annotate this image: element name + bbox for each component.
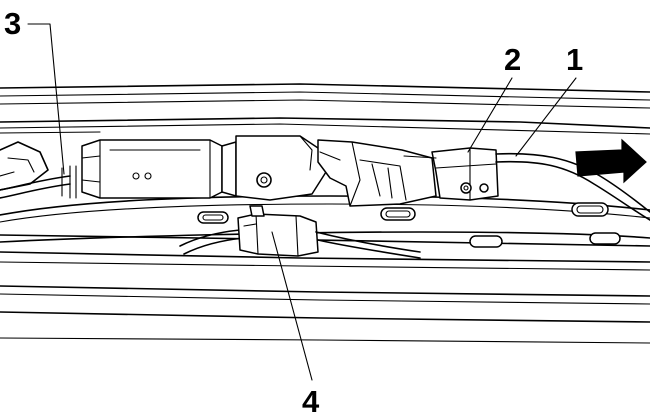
- upper-rail: [0, 83, 650, 135]
- left-bracket: [0, 141, 49, 191]
- cable-left: [0, 165, 77, 199]
- rail-slots: [197, 202, 621, 248]
- cable-clip: [403, 147, 499, 201]
- callout-3: 3: [4, 6, 21, 41]
- leader-line-2: [467, 77, 513, 153]
- callout-2: 2: [504, 42, 521, 77]
- arrow-right-icon: [575, 138, 647, 184]
- lower-rail: [0, 234, 650, 344]
- leader-line-1: [515, 77, 577, 157]
- leader-line-4: [271, 231, 313, 381]
- lower-clip: [179, 205, 421, 259]
- callout-1: 1: [566, 42, 583, 77]
- callout-4: 4: [302, 384, 320, 419]
- guide-rail: [0, 195, 650, 243]
- leader-lines: [27, 23, 577, 381]
- leader-line-3: [27, 23, 65, 175]
- drive-motor: [81, 135, 327, 201]
